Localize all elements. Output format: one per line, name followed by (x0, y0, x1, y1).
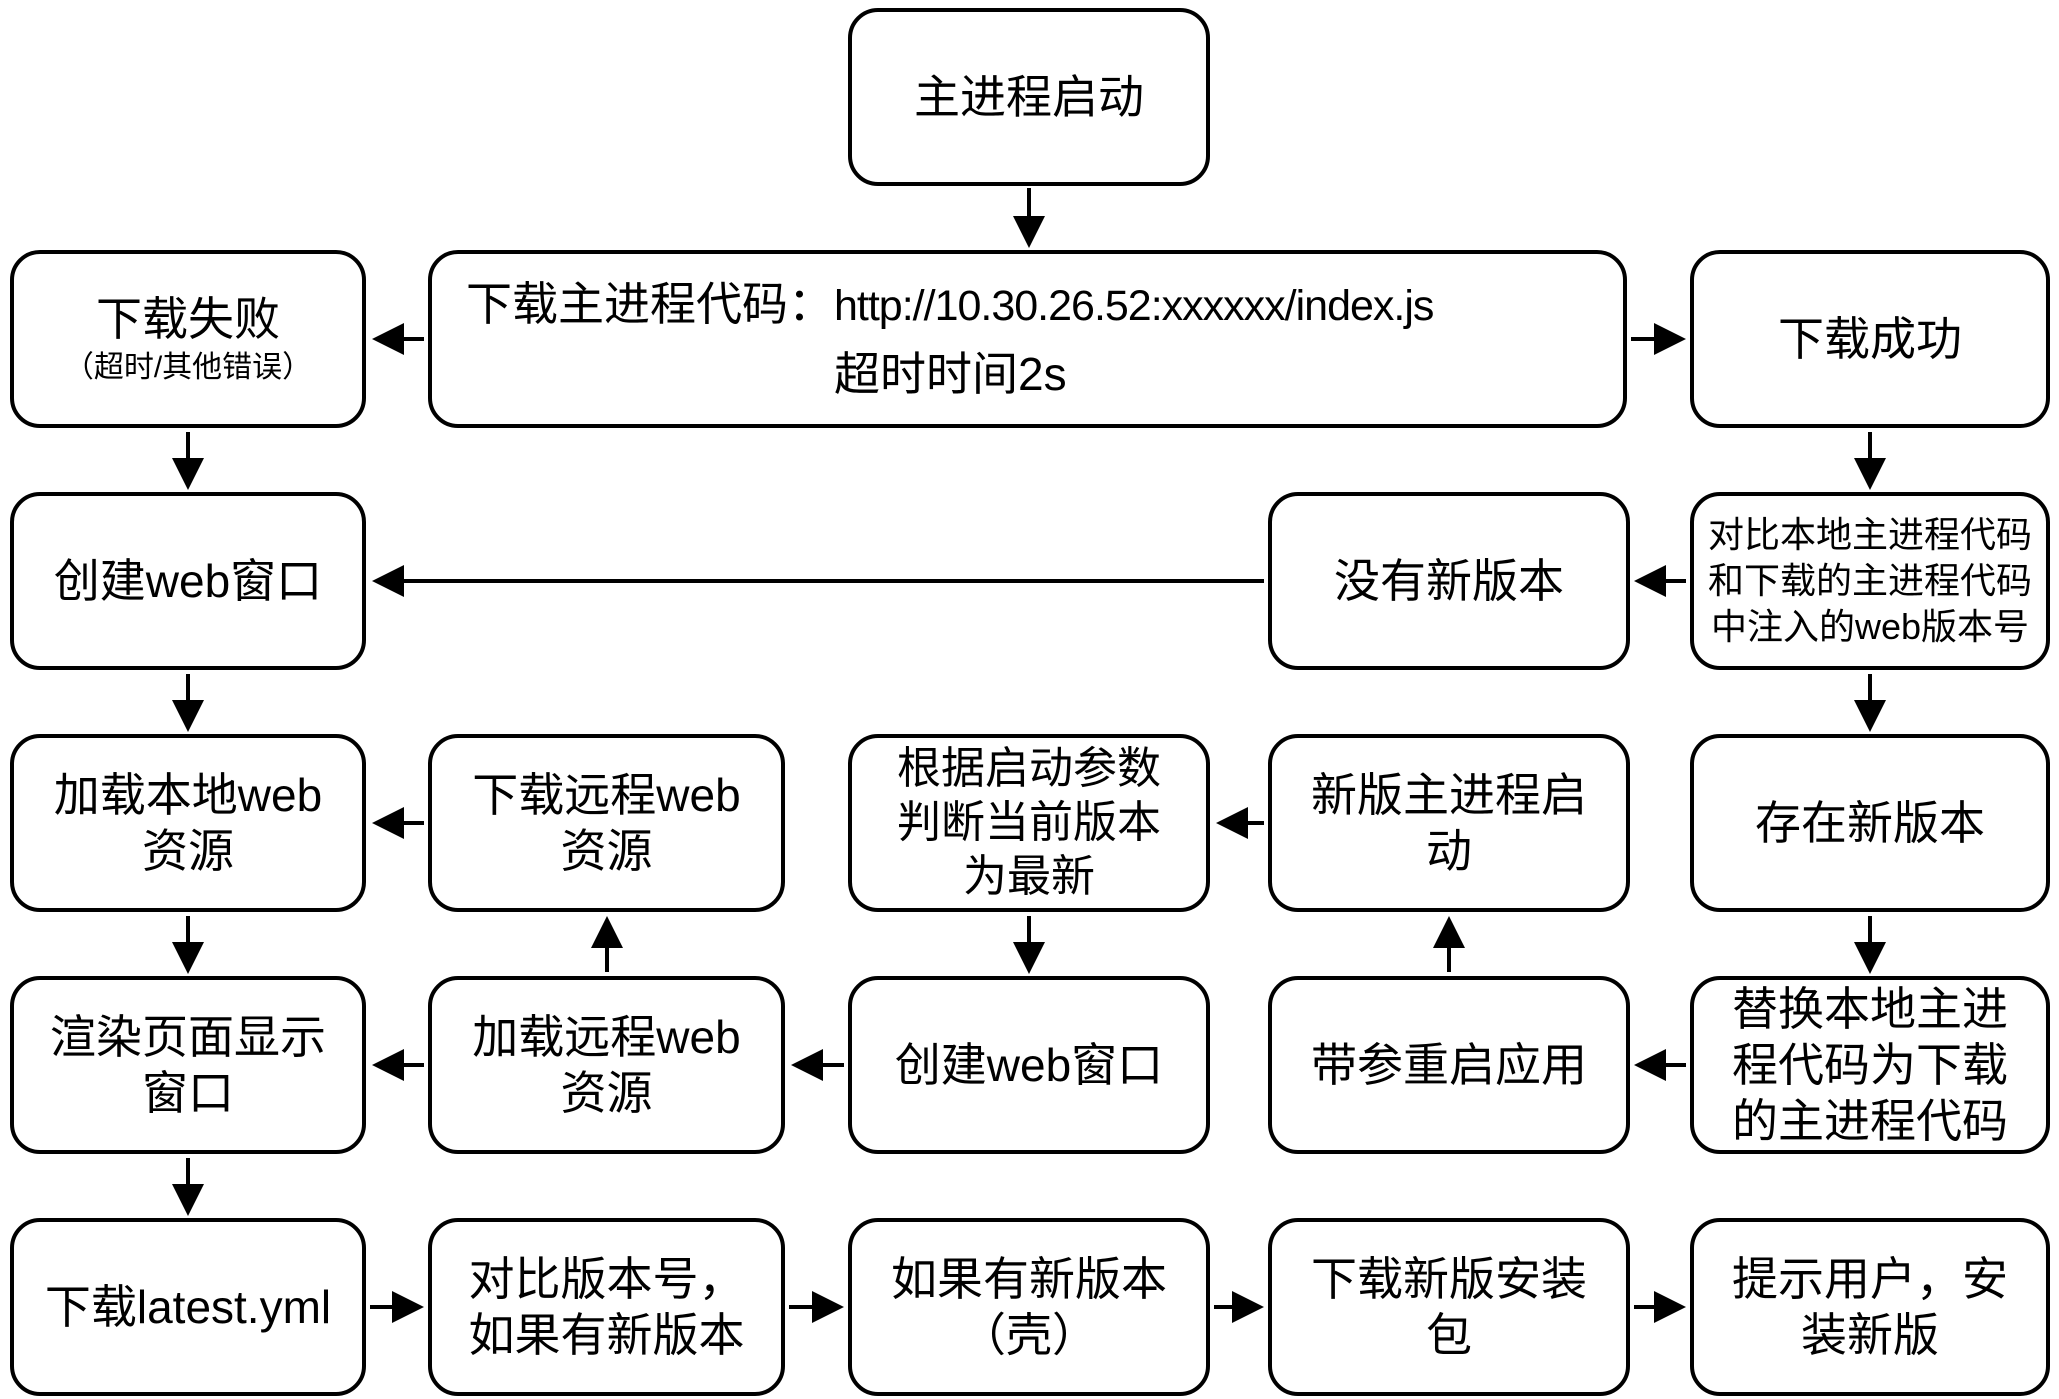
node-new-main-start: 新版主进程启 动 (1268, 734, 1630, 912)
node-load-local-web: 加载本地web 资源 (10, 734, 366, 912)
node-label: 创建web窗口 (53, 554, 323, 607)
node-sublabel: （超时/其他错误） (63, 350, 313, 384)
node-label: 如果有新版本 (468, 1309, 745, 1361)
node-load-remote-web: 加载远程web 资源 (428, 976, 785, 1154)
node-render-page: 渲染页面显示 窗口 (10, 976, 366, 1154)
node-judge-latest: 根据启动参数 判断当前版本 为最新 (848, 734, 1210, 912)
download-code-url: http://10.30.26.52:xxxxxx/index.js (834, 281, 1434, 330)
node-compare-version: 对比本地主进程代码 和下载的主进程代码 中注入的web版本号 (1690, 492, 2050, 670)
node-label: 的主进程代码 (1732, 1095, 2008, 1148)
node-label: 没有新版本 (1334, 554, 1564, 607)
node-download-installer: 下载新版安装 包 (1268, 1218, 1630, 1396)
node-label: 和下载的主进程代码 (1707, 559, 2032, 601)
node-label: 为最新 (963, 851, 1095, 901)
node-label: 提示用户，安 (1732, 1252, 2008, 1305)
node-label: 下载主进程代码：http://10.30.26.52:xxxxxx/index.… (466, 276, 1434, 332)
node-label: 程代码为下载 (1732, 1038, 2008, 1091)
node-label: 主进程启动 (914, 70, 1144, 123)
node-compare-version-num: 对比版本号， 如果有新版本 (428, 1218, 785, 1396)
node-label: 根据启动参数 (897, 744, 1161, 794)
node-label: 资源 (142, 825, 234, 877)
download-code-timeout: 超时时间2s (834, 348, 1067, 401)
node-label: 创建web窗口 (894, 1038, 1164, 1091)
node-label: 下载远程web (472, 768, 741, 821)
node-label: 带参重启应用 (1311, 1038, 1587, 1091)
node-replace-code: 替换本地主进 程代码为下载 的主进程代码 (1690, 976, 2050, 1154)
node-download-fail: 下载失败 （超时/其他错误） (10, 250, 366, 428)
node-main-start: 主进程启动 (848, 8, 1210, 186)
node-label: 对比本地主进程代码 (1707, 513, 2032, 555)
node-label: 渲染页面显示 (50, 1010, 326, 1063)
node-label: 替换本地主进 (1732, 982, 2008, 1035)
node-label: 窗口 (142, 1067, 234, 1119)
node-label: 下载新版安装 (1311, 1252, 1587, 1305)
node-label: 加载远程web (472, 1010, 741, 1063)
node-download-latest-yml: 下载latest.yml (10, 1218, 366, 1396)
node-label: 资源 (560, 1067, 653, 1119)
node-label: 资源 (560, 825, 653, 877)
node-label: 存在新版本 (1755, 796, 1985, 849)
node-download-success: 下载成功 (1690, 250, 2050, 428)
node-has-new-version: 存在新版本 (1690, 734, 2050, 912)
node-no-new-version: 没有新版本 (1268, 492, 1630, 670)
node-prompt-install: 提示用户，安 装新版 (1690, 1218, 2050, 1396)
node-label: 装新版 (1801, 1309, 1939, 1361)
node-label: 下载成功 (1778, 312, 1962, 365)
node-restart-with-args: 带参重启应用 (1268, 976, 1630, 1154)
node-label: 加载本地web (53, 768, 323, 821)
node-label: 对比版本号， (468, 1252, 745, 1305)
node-label: 下载失败 (96, 293, 280, 346)
node-label: 下载latest.yml (44, 1280, 332, 1333)
node-if-new-shell: 如果有新版本 （壳） (848, 1218, 1210, 1396)
node-label: 判断当前版本 (897, 798, 1161, 848)
node-label: 新版主进程启 (1311, 768, 1587, 821)
node-label: 中注入的web版本号 (1710, 606, 2030, 648)
node-label: 如果有新版本 (891, 1252, 1167, 1305)
node-download-code: 下载主进程代码：http://10.30.26.52:xxxxxx/index.… (428, 250, 1627, 428)
node-create-window-2: 创建web窗口 (848, 976, 1210, 1154)
download-code-label: 下载主进程代码： (466, 277, 834, 330)
node-label: 动 (1426, 825, 1472, 877)
node-label: 包 (1426, 1309, 1472, 1361)
node-create-window-1: 创建web窗口 (10, 492, 366, 670)
node-download-remote-web: 下载远程web 资源 (428, 734, 785, 912)
node-label: （壳） (960, 1309, 1098, 1361)
